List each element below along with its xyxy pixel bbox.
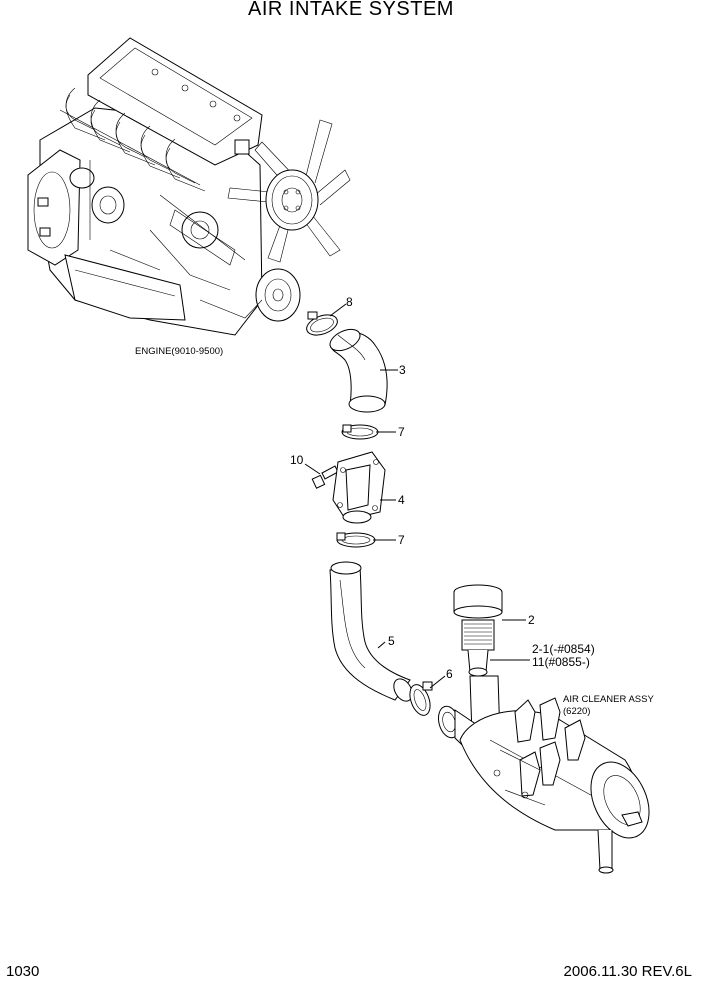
part-4-flange-adapter <box>332 451 386 524</box>
part-3-elbow-hose <box>329 328 388 413</box>
leader-10 <box>304 463 321 475</box>
page-title: AIR INTAKE SYSTEM <box>248 0 454 20</box>
part-10-bolt <box>311 465 339 489</box>
callout-11: 11(#0855-) <box>532 655 590 669</box>
callout-10: 10 <box>290 453 304 467</box>
part-5-hose <box>329 561 413 702</box>
callout-6: 6 <box>446 667 453 681</box>
leader-8 <box>329 303 347 317</box>
part-7-clamp-upper <box>341 424 379 440</box>
page-number: 1030 <box>6 963 40 980</box>
engine-illustration <box>27 37 351 336</box>
engine-annotation: ENGINE(9010-9500) <box>135 346 223 357</box>
callout-7-lower: 7 <box>398 533 405 547</box>
part-2-precleaner <box>453 584 503 677</box>
leader-5 <box>377 641 386 649</box>
leader-6 <box>429 675 446 689</box>
fan-illustration <box>227 119 351 263</box>
air-cleaner-annotation-line1: AIR CLEANER ASSY <box>563 694 654 705</box>
callout-7-upper: 7 <box>398 425 405 439</box>
callout-8: 8 <box>346 295 353 309</box>
revision-date: 2006.11.30 REV.6L <box>563 963 692 980</box>
air-cleaner-annotation-line2: (6220) <box>563 706 590 717</box>
callout-4: 4 <box>398 493 405 507</box>
part-7-clamp-lower <box>336 532 376 548</box>
callout-5: 5 <box>388 634 395 648</box>
callout-2: 2 <box>528 613 535 627</box>
air-cleaner-assembly <box>437 675 650 874</box>
callout-3: 3 <box>399 363 406 377</box>
part-8-clamp <box>306 311 338 336</box>
callout-2-1: 2-1(-#0854) <box>532 642 595 656</box>
